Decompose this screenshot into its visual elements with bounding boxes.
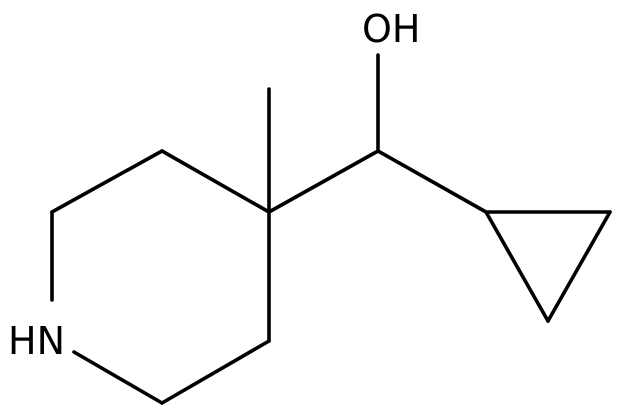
bond-ring-c3-c2-upper xyxy=(50,149,164,214)
bond-ring-n-c2-lower xyxy=(72,350,164,405)
cyclopropyl-ring xyxy=(484,210,612,323)
hydroxyl-label: OH xyxy=(362,7,420,51)
bond-ring-c2-c3-lower xyxy=(160,339,271,405)
piperidine-ring xyxy=(50,149,271,405)
amine-label: HN xyxy=(8,319,65,363)
bond-ring-to-carbinol xyxy=(267,149,380,214)
bond-cyclopropyl-left xyxy=(484,210,550,323)
bond-ring-c4-c3-upper xyxy=(160,149,271,214)
bond-carbinol-to-cyclopropyl xyxy=(376,149,488,214)
bond-cyclopropyl-right xyxy=(546,210,612,323)
